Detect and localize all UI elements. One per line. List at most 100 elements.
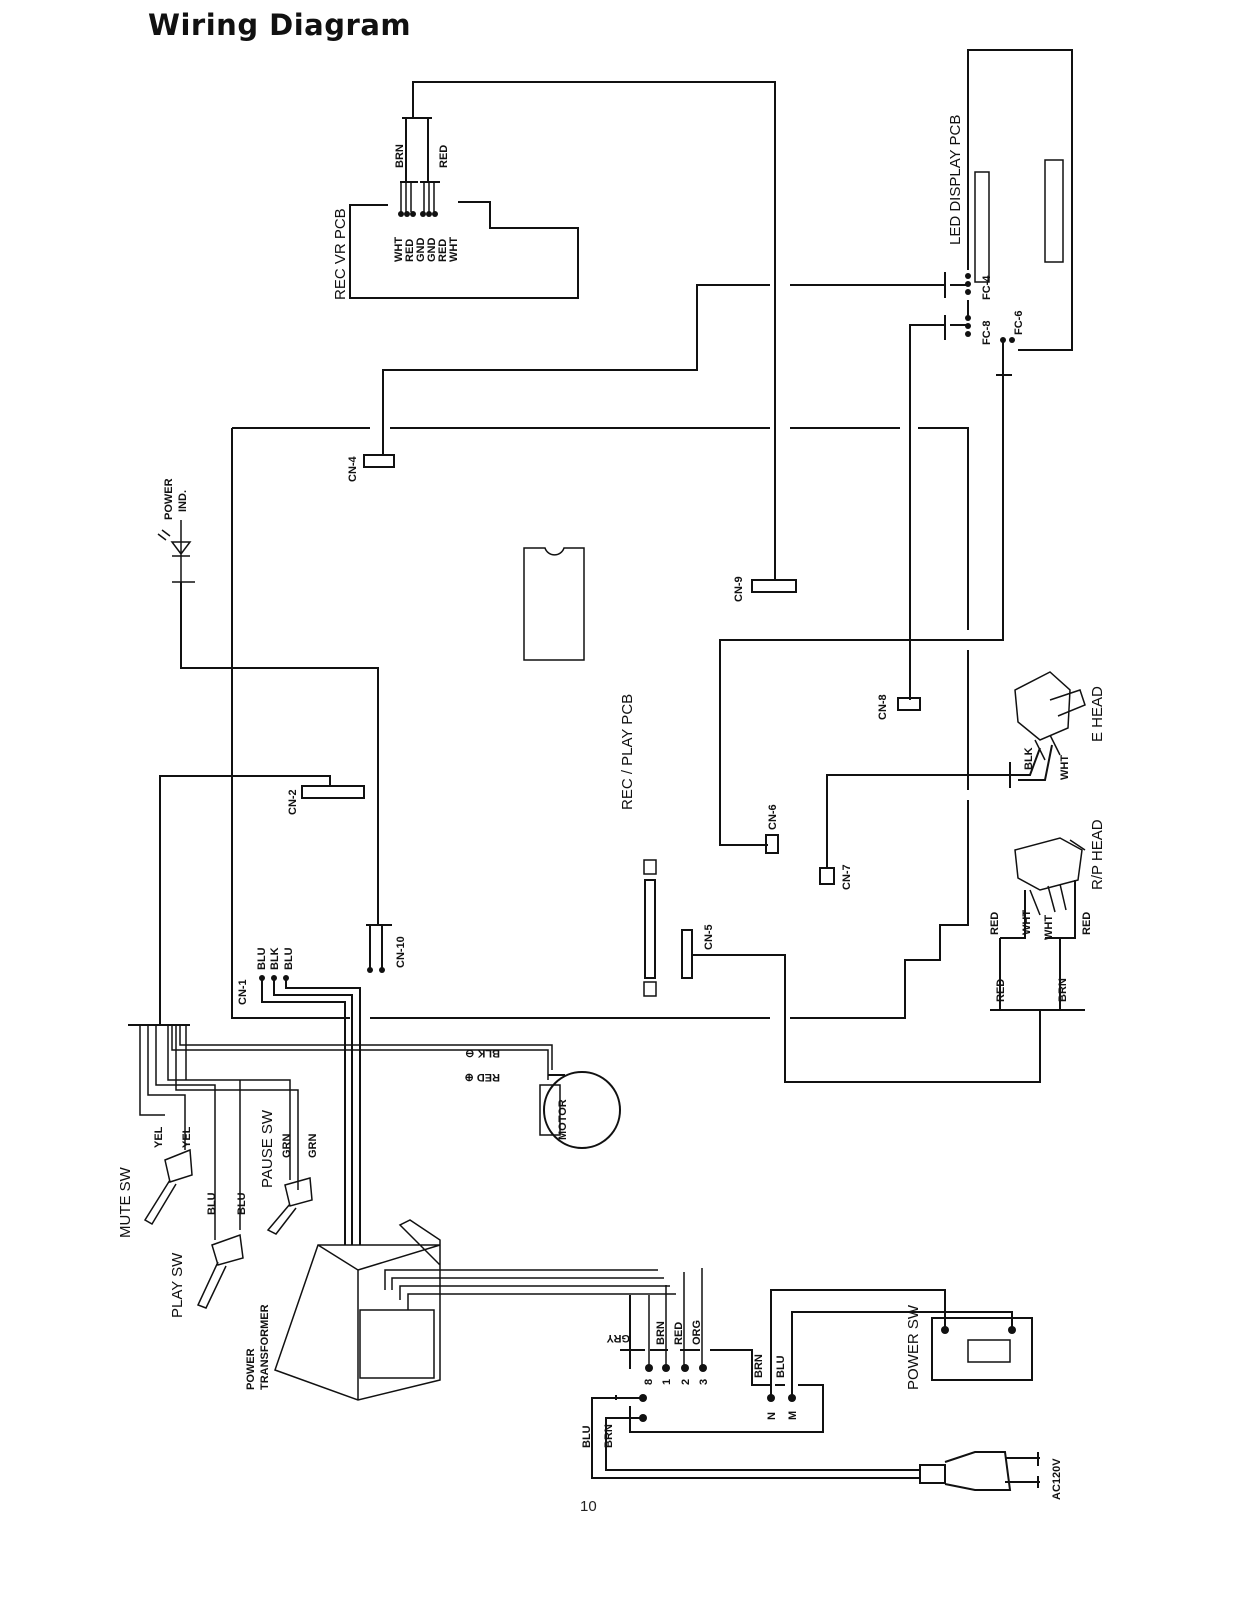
- rp-red-label: RED: [995, 979, 1007, 1002]
- power-switch: POWER SW: [905, 1304, 1033, 1390]
- pin-label: M: [787, 1411, 799, 1420]
- cn4-label: CN-4: [347, 455, 359, 482]
- motor-blk-label: BLK ⊖: [465, 1047, 500, 1059]
- cn1-wire-label: BLU: [283, 947, 295, 970]
- terminal-block: GRY BRN RED ORG 8 1 2 3 N M BRN BLU BLU …: [581, 1268, 1013, 1479]
- power-ind-label: IND.: [177, 490, 189, 512]
- wire-label: BLU: [775, 1355, 787, 1378]
- power-sw-label: POWER SW: [905, 1304, 922, 1390]
- rec-play-pcb-label: REC / PLAY PCB: [619, 694, 636, 810]
- led-display-pcb-label: LED DISPLAY PCB: [947, 115, 964, 245]
- page-number: 10: [580, 1498, 597, 1515]
- cn1-label: CN-1: [237, 979, 249, 1005]
- rp-wht-label: WHT: [1021, 910, 1033, 935]
- rec-vr-pcb: REC VR PCB BRN RED WHT RED GND GND RED W…: [332, 81, 776, 580]
- mute-sw-label: MUTE SW: [117, 1166, 134, 1238]
- wire-label: GRN: [281, 1134, 293, 1159]
- pin-label: 2: [680, 1379, 692, 1385]
- wire-label: BLU: [206, 1192, 218, 1215]
- motor: MOTOR BLK ⊖ RED ⊕: [465, 1047, 621, 1149]
- e-head: BLK WHT E HEAD: [1010, 671, 1106, 781]
- fc4-label: FC-4: [981, 275, 993, 300]
- cn10-connector: [366, 924, 392, 968]
- wire-cn6: [719, 375, 1004, 846]
- pause-sw-label: PAUSE SW: [259, 1109, 276, 1188]
- cn6-connector: [765, 834, 779, 854]
- pause-switch: GRN GRN PAUSE SW: [259, 1109, 319, 1235]
- wire-cn2: [159, 775, 331, 1025]
- cn9-connector: [751, 579, 797, 593]
- wire-label: RED: [673, 1322, 685, 1345]
- cn1-connector: BLU BLK BLU CN-1: [232, 947, 361, 1245]
- rec-vr-pcb-label: REC VR PCB: [332, 208, 349, 300]
- transformer-label: TRANSFORMER: [259, 1304, 271, 1390]
- mute-switch: YEL YEL MUTE SW: [117, 1126, 193, 1238]
- cn2-connector: [301, 785, 365, 799]
- wire-label: BLU: [581, 1425, 593, 1448]
- cn5-connector: CN-5: [643, 859, 786, 1018]
- power-ind-label: POWER: [163, 478, 175, 520]
- cn4-connector: [363, 454, 395, 468]
- pin-label: WHT: [393, 237, 405, 262]
- page-title: Wiring Diagram: [148, 8, 412, 42]
- cn7-label: CN-7: [841, 864, 853, 890]
- wire-label: YEL: [181, 1126, 193, 1148]
- play-sw-label: PLAY SW: [169, 1252, 186, 1318]
- e-head-label: E HEAD: [1089, 686, 1106, 742]
- rp-red-label: RED: [989, 912, 1001, 935]
- ac-plug: AC120V: [919, 1451, 1063, 1500]
- wire-label-red: RED: [438, 145, 450, 168]
- rp-red-label: RED: [1081, 912, 1093, 935]
- cn8-label: CN-8: [877, 694, 889, 720]
- e-head-wht-label: WHT: [1059, 755, 1071, 780]
- wire-label: BRN: [655, 1321, 667, 1345]
- rec-play-pcb: REC / PLAY PCB: [231, 427, 969, 1019]
- cn8-connector: [897, 697, 921, 711]
- cn9-label: CN-9: [733, 576, 745, 602]
- ac-label: AC120V: [1051, 1458, 1063, 1500]
- pin-label: RED: [437, 239, 449, 262]
- cn6-label: CN-6: [767, 804, 779, 830]
- fc6-label: FC-6: [1013, 311, 1025, 335]
- wire-label: BRN: [603, 1424, 615, 1448]
- led-display-pcb: LED DISPLAY PCB FC-4 FC-8 FC-6: [944, 49, 1073, 376]
- wire-label: GRN: [307, 1134, 319, 1159]
- pin-label: RED: [404, 239, 416, 262]
- pin-label: GND: [415, 238, 427, 263]
- cn5-label: CN-5: [703, 924, 715, 950]
- rp-head: RED WHT WHT RED RED BRN R/P HEAD: [784, 819, 1106, 1083]
- cn7-connector: [819, 867, 835, 885]
- motor-red-label: RED ⊕: [465, 1071, 501, 1083]
- wire-cn8: [909, 324, 945, 700]
- power-transformer: POWER TRANSFORMER: [245, 1219, 676, 1401]
- wire-cn4: [382, 284, 945, 455]
- power-indicator-led: POWER IND.: [157, 478, 379, 925]
- pin-label: GND: [426, 238, 438, 263]
- pin-label: N: [766, 1412, 778, 1420]
- wire-label: ORG: [691, 1320, 703, 1345]
- play-switch: BLU BLU PLAY SW: [169, 1192, 248, 1318]
- wire-label: BLU: [236, 1192, 248, 1215]
- cn1-wire-label: BLK: [269, 947, 281, 970]
- motor-label: MOTOR: [557, 1099, 569, 1140]
- pin-label: 1: [661, 1379, 673, 1385]
- cn2-label: CN-2: [287, 789, 299, 815]
- rp-brn-label: BRN: [1057, 978, 1069, 1002]
- pin-label: WHT: [448, 237, 460, 262]
- pin-label: 8: [643, 1379, 655, 1385]
- wire-label: GRY: [606, 1332, 630, 1344]
- wire-label: YEL: [153, 1126, 165, 1148]
- cn10-label: CN-10: [395, 936, 407, 968]
- pin-label: 3: [698, 1379, 710, 1385]
- switch-harness: [128, 1024, 565, 1240]
- wire-cn7: [826, 762, 1011, 868]
- rp-head-label: R/P HEAD: [1089, 819, 1106, 890]
- wire-label-brn: BRN: [394, 144, 406, 168]
- cn1-wire-label: BLU: [256, 947, 268, 970]
- e-head-blk-label: BLK: [1023, 747, 1035, 770]
- transformer-label: POWER: [245, 1348, 257, 1390]
- fc8-label: FC-8: [981, 321, 993, 345]
- wire-label: BRN: [753, 1354, 765, 1378]
- rp-wht-label: WHT: [1043, 915, 1055, 940]
